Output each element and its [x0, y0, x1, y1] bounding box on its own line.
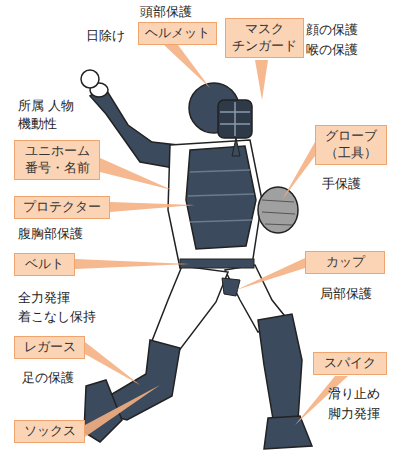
- description-label: 機動性: [18, 116, 57, 131]
- callout-text: ユニホーム 番号・名前: [25, 143, 90, 177]
- description-label: 喉の保護: [306, 42, 358, 57]
- description-label: 所属 人物: [18, 98, 74, 113]
- callout-box: ソックス: [14, 420, 85, 443]
- description-label: 腹胸部保護: [18, 226, 83, 241]
- callout-box: ヘルメット: [138, 22, 217, 45]
- callout-box: カップ: [305, 251, 385, 274]
- description-label: 足の保護: [22, 370, 74, 385]
- description-label: 脚力発揮: [328, 406, 380, 421]
- callout-box: スパイク: [313, 352, 387, 375]
- callout-text: グローブ （工具）: [325, 128, 377, 162]
- callout-text: プロテクター: [23, 199, 101, 216]
- callout-box: ユニホーム 番号・名前: [14, 140, 100, 180]
- callout-text: マスク チンガード: [232, 21, 297, 55]
- callout-box: ベルト: [14, 253, 75, 276]
- callout-text: ソックス: [24, 423, 76, 440]
- callout-text: スパイク: [324, 355, 376, 372]
- description-label: 滑り止め: [328, 386, 380, 401]
- description-label: 全力発揮: [18, 290, 70, 305]
- description-label: 日除け: [86, 28, 125, 43]
- callout-box: グローブ （工具）: [315, 125, 387, 165]
- callout-box: プロテクター: [14, 196, 110, 219]
- callout-box: レガース: [14, 336, 85, 359]
- description-label: 顔の保護: [306, 22, 358, 37]
- description-label: 手保護: [322, 176, 361, 191]
- callout-text: ヘルメット: [145, 25, 210, 42]
- callout-box: マスク チンガード: [225, 18, 304, 58]
- description-label: 局部保護: [320, 286, 372, 301]
- callout-text: ベルト: [25, 256, 64, 273]
- description-label: 頭部保護: [140, 4, 192, 19]
- description-label: 着こなし保持: [18, 309, 96, 324]
- callout-text: レガース: [24, 339, 76, 356]
- callout-text: カップ: [326, 254, 365, 271]
